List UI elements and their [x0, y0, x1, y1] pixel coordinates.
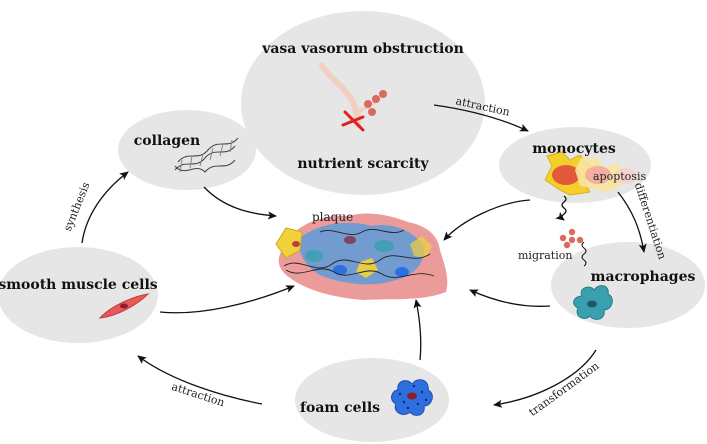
nutrient-scarcity-label: nutrient scarcity: [297, 156, 429, 172]
plaque-label: plaque: [312, 210, 353, 224]
smooth-muscle-title: smooth muscle cells: [0, 277, 158, 293]
foam-cell-icon: [391, 379, 433, 416]
vessel-obstruction-icon: [319, 63, 387, 132]
synthesis-label: synthesis: [61, 180, 93, 233]
smooth-muscle-cell-icon: [98, 293, 150, 319]
monocytes-cells-icon: [544, 151, 638, 196]
vasa-vasorum-title: vasa vasorum obstruction: [261, 41, 464, 57]
apoptosis-label: apoptosis: [593, 170, 646, 183]
smooth-muscle-ellipse: [0, 247, 158, 343]
collagen-helix-icon: [174, 137, 239, 173]
arrow-collagen-to-plaque: [203, 186, 277, 220]
arrow-smooth-to-collagen: [81, 171, 129, 244]
foam-cells-ellipse: [295, 358, 449, 442]
arrow-vasa-to-monocytes: [433, 104, 529, 132]
arrow-foam-to-plaque: [413, 299, 422, 361]
macrophages-title: macrophages: [591, 269, 696, 285]
migration-label: migration: [518, 249, 572, 262]
plaque-illustration: [275, 213, 448, 300]
collagen-ellipse: [118, 110, 256, 190]
vasa-vasorum-ellipse: [241, 11, 485, 195]
arrow-monocytes-to-macrophages: [617, 191, 647, 253]
attraction-bottom-label: attraction: [170, 380, 226, 409]
macrophages-ellipse: [551, 242, 705, 328]
arrow-macrophages-to-foam: [493, 349, 597, 408]
monocytes-title: monocytes: [532, 141, 616, 157]
migration-dots: [559, 228, 584, 249]
collagen-title: collagen: [134, 133, 200, 149]
arrow-foam-to-smooth: [137, 355, 263, 405]
arrow-migration: [555, 195, 567, 221]
foam-cells-title: foam cells: [300, 400, 380, 416]
macrophage-cell-icon: [573, 241, 613, 320]
arrow-monocytes-to-plaque: [443, 199, 531, 241]
arrow-macrophages-to-plaque: [469, 289, 551, 307]
arrow-smooth-to-plaque: [159, 285, 295, 314]
transformation-label: transformation: [526, 359, 601, 419]
